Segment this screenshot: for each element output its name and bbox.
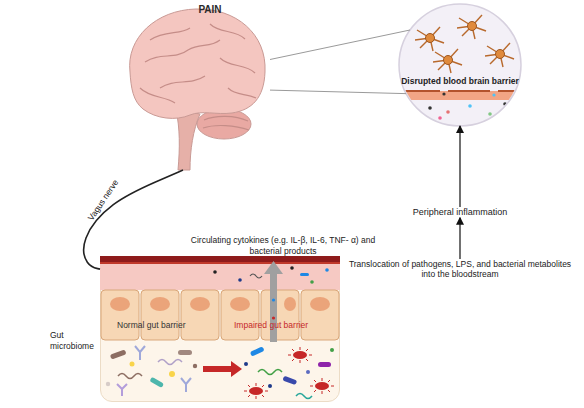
brain-part xyxy=(176,110,200,170)
zoom-circle-shape xyxy=(399,4,521,126)
brain-part xyxy=(130,9,265,118)
circle-outline xyxy=(398,3,522,127)
step-label: Peripheral inflammation xyxy=(390,207,530,218)
brain-illustration: PAIN xyxy=(120,0,270,170)
zoom-circle: Disrupted blood brain barrier xyxy=(398,3,522,127)
zoom-line xyxy=(270,90,406,94)
flow-arrow xyxy=(459,126,460,207)
gut-panel: Normal gut barrier Impaired gut barrier xyxy=(100,256,340,402)
barrier-label: Impaired gut barrier xyxy=(234,320,334,330)
edge-label: Vagus nerve xyxy=(86,178,121,223)
flow-arrow xyxy=(459,218,460,259)
circle-label: Disrupted blood brain barrier xyxy=(400,76,520,86)
brain-outline xyxy=(120,0,270,170)
vagus-nerve xyxy=(84,170,183,269)
barrier-label: Normal gut barrier xyxy=(117,320,212,330)
process-text-node: Peripheral inflammation xyxy=(390,207,530,218)
brain-label: PAIN xyxy=(180,4,240,16)
annotation-text: Circulating cytokines (e.g. IL-β, IL-6, … xyxy=(177,235,389,256)
side-label: Gut microbiome xyxy=(50,330,102,351)
step-label: Translocation of pathogens, LPS, and bac… xyxy=(343,259,577,279)
zoom-line xyxy=(270,30,410,59)
process-text-node: Translocation of pathogens, LPS, and bac… xyxy=(343,259,577,279)
